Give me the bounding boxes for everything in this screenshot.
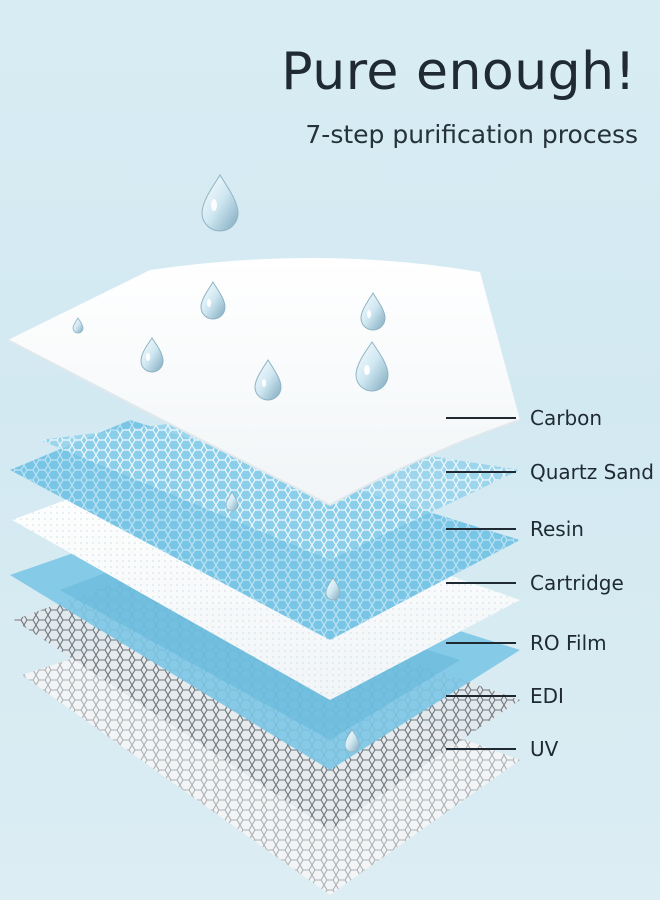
layer-label-quartz-sand: Quartz Sand [446,460,654,484]
layer-label-carbon: Carbon [446,406,602,430]
leader-line [446,748,516,750]
leader-line [446,642,516,644]
layer-label-text: Quartz Sand [530,460,654,484]
layer-label-text: RO Film [530,631,607,655]
layer-label-ro-film: RO Film [446,631,607,655]
water-drop-icon [360,291,386,331]
water-drop-icon [355,341,389,392]
layer-label-text: Cartridge [530,571,624,595]
leader-line [446,417,516,419]
water-drop-icon [254,359,282,401]
water-drops [72,174,389,753]
leader-line [446,471,516,473]
water-drop-icon [140,337,164,373]
water-drop-icon [344,729,360,753]
layer-label-uv: UV [446,737,558,761]
water-drop-icon [225,491,239,512]
leader-line [446,582,516,584]
layer-label-resin: Resin [446,517,584,541]
page-subtitle: 7-step purification process [305,120,638,149]
layer-label-text: EDI [530,684,564,708]
water-drop-icon [201,174,239,232]
layer-label-cartridge: Cartridge [446,571,624,595]
leader-line [446,695,516,697]
layer-label-edi: EDI [446,684,564,708]
layer-label-text: Carbon [530,406,603,430]
water-drop-icon [72,317,84,334]
layer-label-text: UV [530,737,559,761]
water-drop-icon [325,577,341,601]
leader-line [446,528,516,530]
water-drop-icon [200,280,226,320]
page-title: Pure enough! [281,42,636,102]
layer-label-text: Resin [530,517,584,541]
